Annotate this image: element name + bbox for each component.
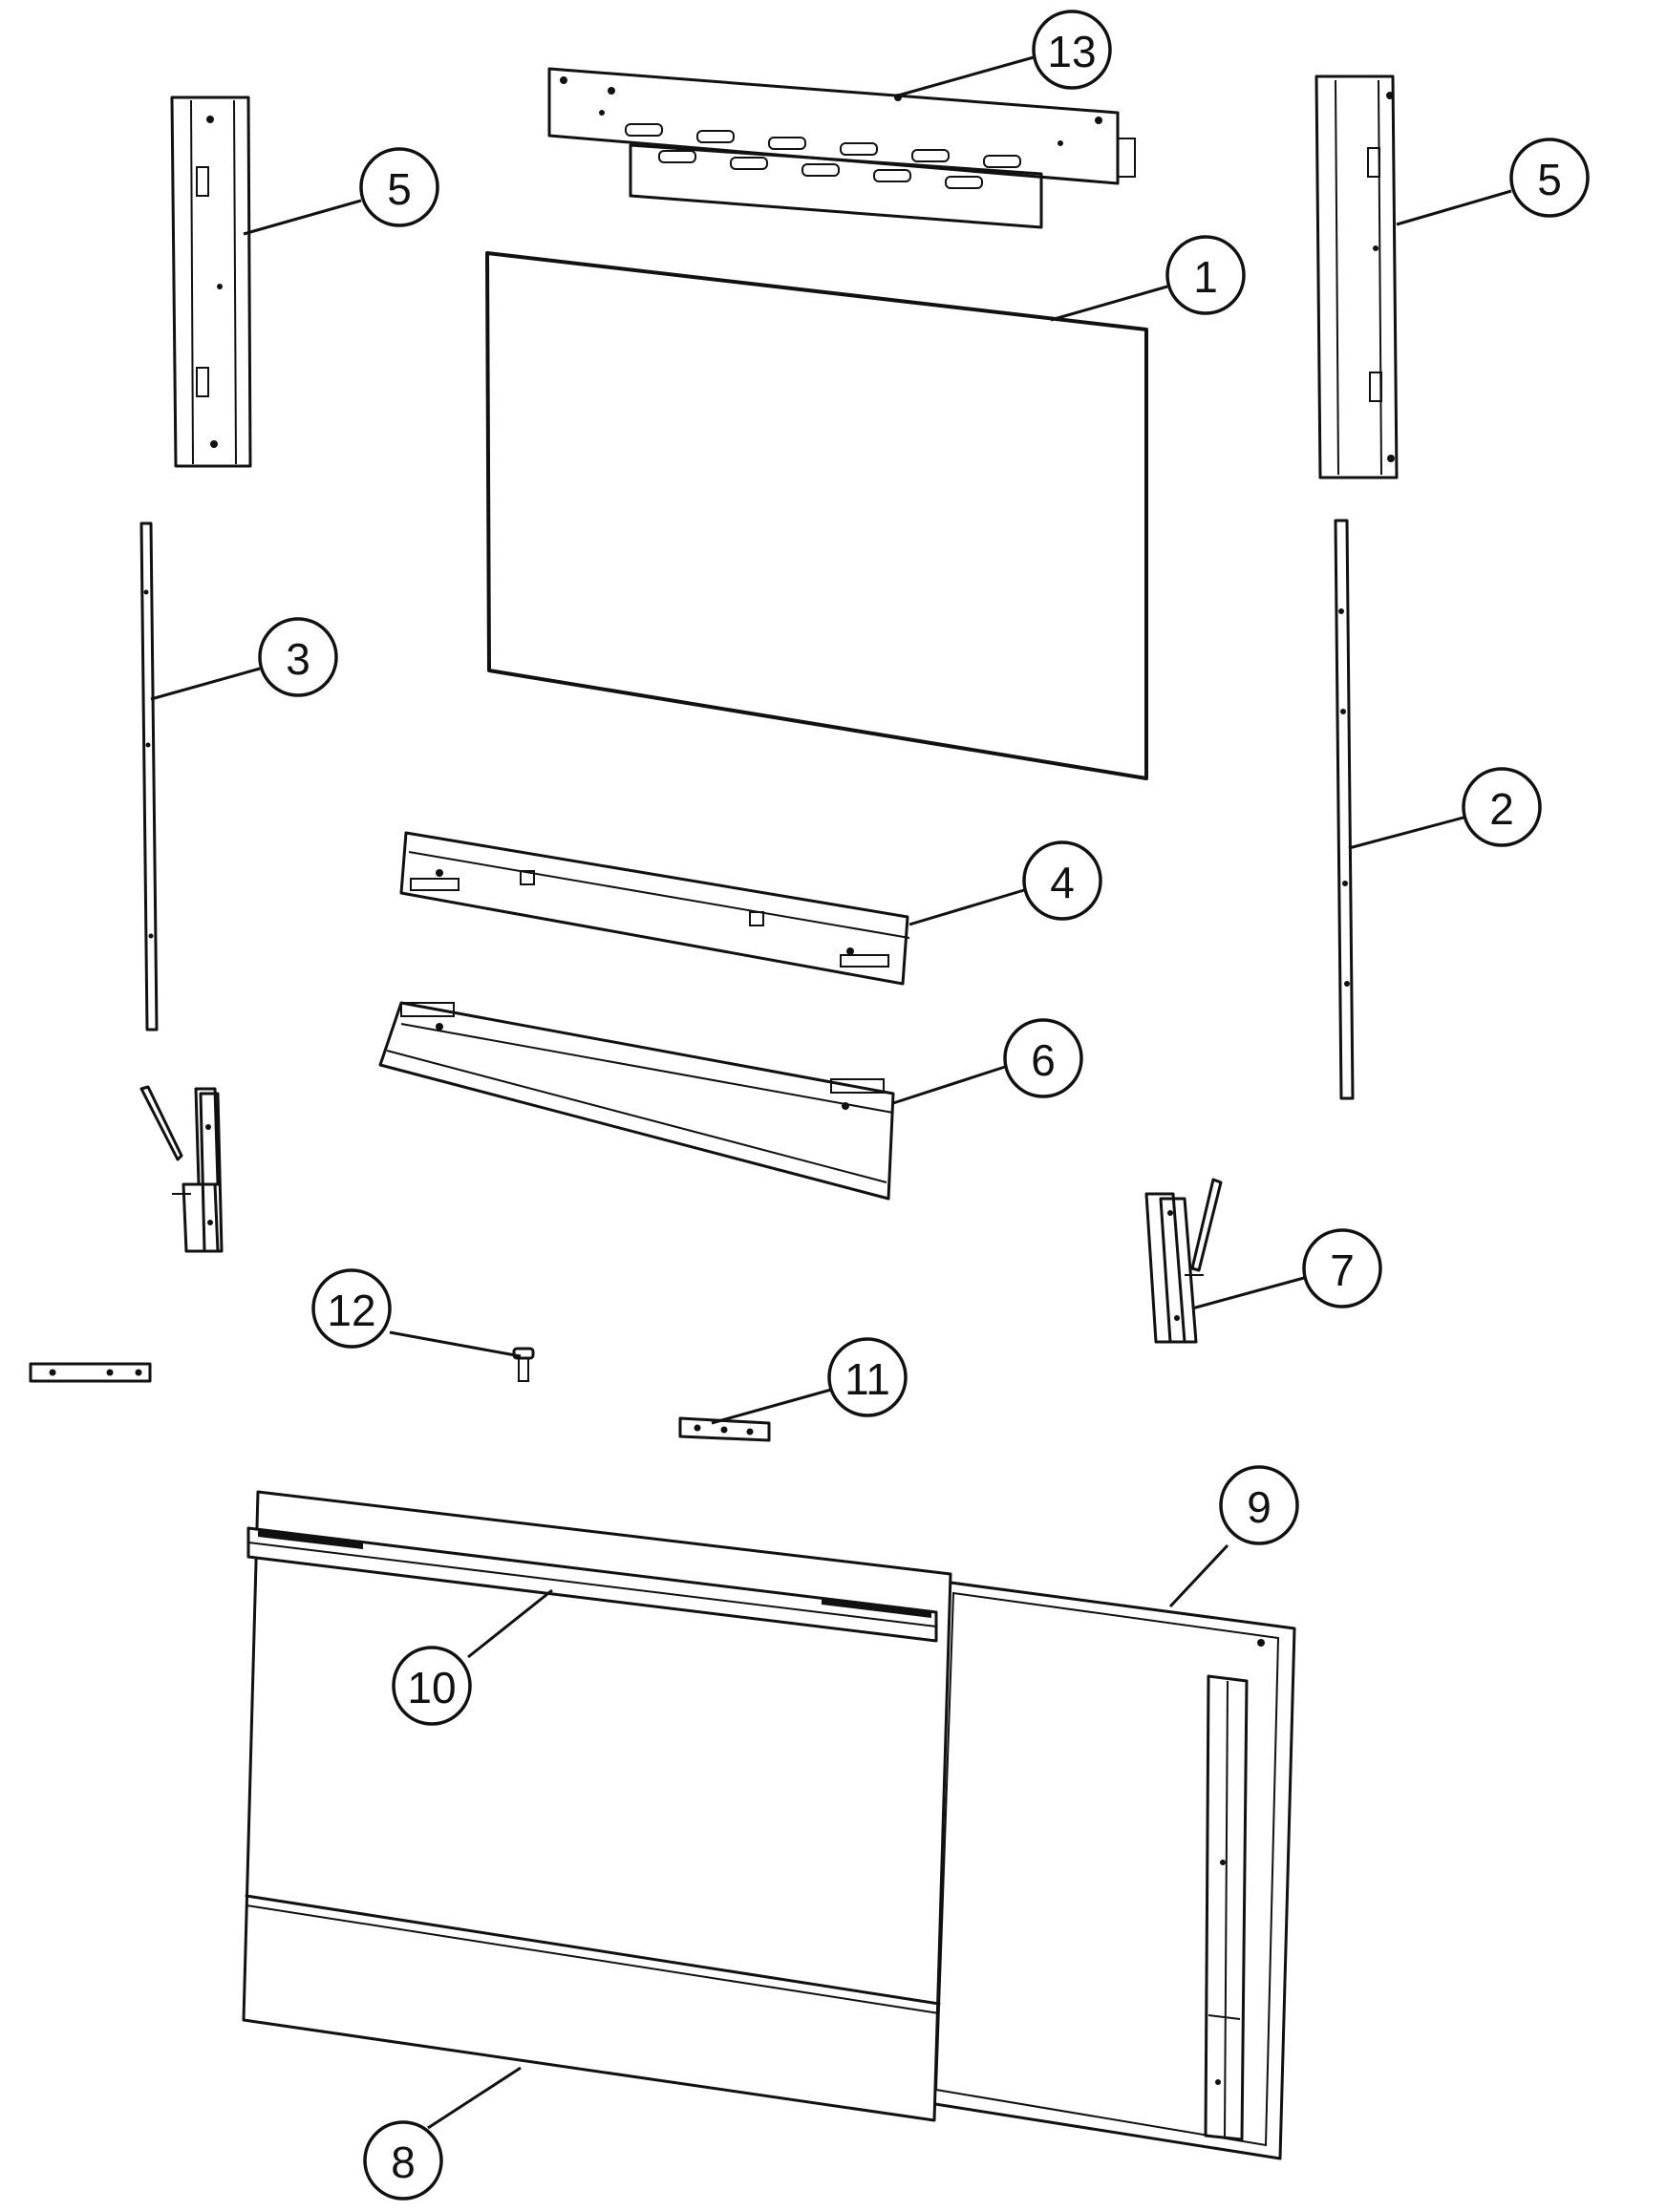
callout-10: 10 xyxy=(392,1646,472,1726)
callout-8: 8 xyxy=(363,2120,443,2201)
part-3-left-strip xyxy=(139,521,159,1032)
part-13-top-bracket xyxy=(547,67,1136,229)
callout-7-label: 7 xyxy=(1330,1245,1355,1295)
callout-13-label: 13 xyxy=(1047,27,1096,76)
callouts: 13 5 5 1 3 2 4 6 xyxy=(258,10,1590,2201)
callout-3-label: 3 xyxy=(286,634,310,684)
callout-3: 3 xyxy=(258,617,338,697)
callout-7: 7 xyxy=(1302,1228,1382,1308)
callout-5-left: 5 xyxy=(359,147,439,227)
callout-2: 2 xyxy=(1462,767,1542,847)
part-9-inner-door-frame xyxy=(915,1579,1296,2160)
callout-5-right-label: 5 xyxy=(1537,155,1562,204)
part-12-screw xyxy=(512,1347,535,1382)
callout-9: 9 xyxy=(1219,1465,1299,1545)
callout-6: 6 xyxy=(1003,1018,1083,1098)
callout-2-label: 2 xyxy=(1489,784,1514,834)
callout-12: 12 xyxy=(311,1268,392,1349)
callout-6-label: 6 xyxy=(1031,1035,1056,1085)
part-7-left-hinge xyxy=(139,1085,224,1253)
callout-5-left-label: 5 xyxy=(387,164,412,214)
part-2-right-strip xyxy=(1334,519,1355,1100)
callout-1-label: 1 xyxy=(1193,252,1218,302)
part-4-upper-channel xyxy=(399,831,910,986)
callout-1: 1 xyxy=(1165,235,1246,315)
callout-5-right: 5 xyxy=(1509,138,1590,218)
leader-lines xyxy=(150,55,1512,2130)
callout-8-label: 8 xyxy=(391,2138,416,2187)
part-1-glass-panel xyxy=(485,251,1148,780)
part-7-right-hinge xyxy=(1144,1178,1223,1344)
part-11-left-plate xyxy=(29,1362,152,1383)
part-5-right-side-bracket xyxy=(1314,74,1399,479)
callout-12-label: 12 xyxy=(327,1286,375,1335)
callout-13: 13 xyxy=(1032,10,1112,90)
part-11-right-plate xyxy=(678,1416,771,1442)
callout-10-label: 10 xyxy=(407,1663,456,1712)
callout-4: 4 xyxy=(1022,840,1102,921)
callout-4-label: 4 xyxy=(1050,858,1075,907)
part-6-lower-channel xyxy=(378,1001,895,1201)
callout-9-label: 9 xyxy=(1247,1482,1272,1532)
part-10-door-handle xyxy=(246,1526,938,1643)
part-5-left-side-bracket xyxy=(170,96,252,468)
callout-11: 11 xyxy=(827,1337,908,1417)
callout-11-label: 11 xyxy=(844,1354,890,1404)
